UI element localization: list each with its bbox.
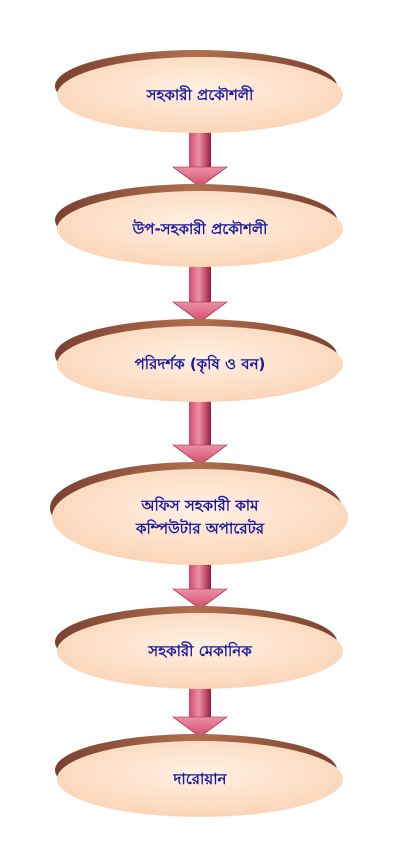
nodes-layer: সহকারী প্রকৌশলী উপ-সহকারী প্রকৌশলী পরিদর্শ… [50,50,348,817]
flowchart-arrow-1 [172,131,228,188]
flowchart-arrow-2 [172,265,228,323]
node-shape [52,469,348,565]
node-label: অফিস সহকারী কাম [141,496,260,515]
flowchart-arrow-5 [172,687,228,738]
flowchart-node-4: অফিস সহকারী কাম কম্পিউটার অপারেটর [50,462,348,565]
arrow-shaft [189,687,211,718]
node-shape [57,741,343,817]
node-label: উপ-সহকারী প্রকৌশলী [132,219,269,238]
arrow-head [172,588,228,610]
flowchart-node-2: উপ-সহকারী প্রকৌশলী [55,184,343,267]
flowchart-node-1: সহকারী প্রকৌশলী [55,50,343,133]
arrow-head [172,716,228,738]
edges-layer [172,131,228,738]
node-label: পরিদর্শক (কৃষি ও বন) [135,354,266,375]
flowchart-node-5: সহকারী মেকানিক [55,606,343,689]
arrow-shaft [189,563,211,590]
arrow-shaft [189,131,211,168]
arrow-shaft [189,400,211,446]
node-label: সহকারী প্রকৌশলী [146,85,254,104]
node-shape [57,326,343,402]
arrow-head [172,166,228,188]
arrow-head [172,444,228,466]
node-shape [57,613,343,689]
flowchart-arrow-3 [172,400,228,466]
node-shape [57,191,343,267]
arrow-shaft [189,265,211,303]
flowchart-node-6: দারোয়ান [55,734,343,817]
arrow-head [172,301,228,323]
node-label: দারোয়ান [173,770,228,788]
node-label: সহকারী মেকানিক [147,641,252,660]
node-label: কম্পিউটার অপারেটর [135,519,265,538]
flowchart-arrow-4 [172,563,228,610]
node-shape [57,57,343,133]
flowchart-node-3: পরিদর্শক (কৃষি ও বন) [55,319,343,402]
